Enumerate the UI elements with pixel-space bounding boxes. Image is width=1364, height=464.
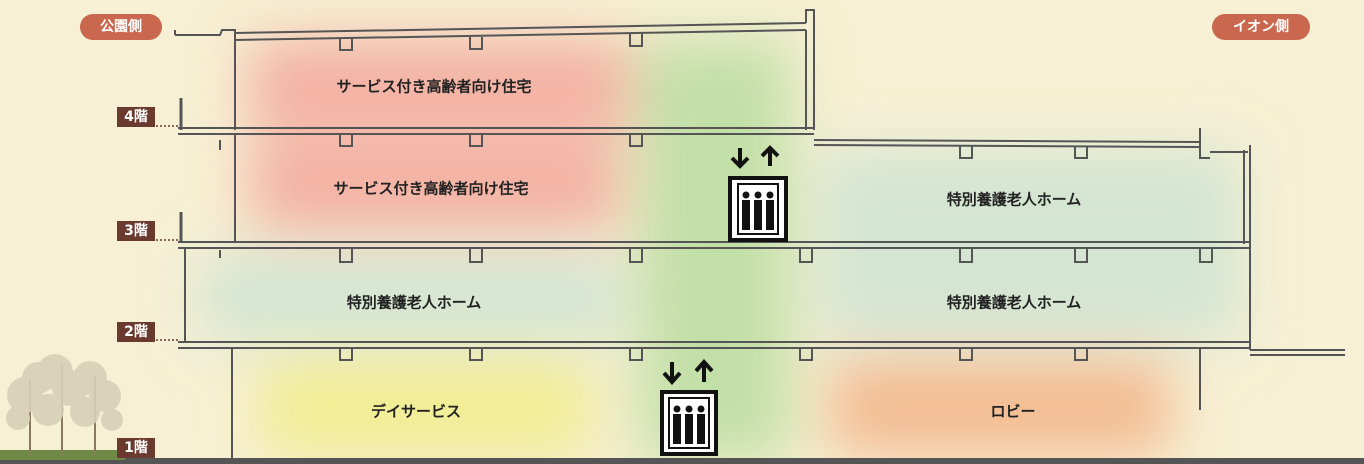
zone-day-service [260,360,590,455]
zone-lobby [830,360,1170,455]
room-elderly-housing-3f: サービス付き高齢者向け住宅 [333,179,529,198]
room-elderly-housing-4f: サービス付き高齢者向け住宅 [336,77,532,96]
beams-3f [339,134,1088,159]
room-nursing-home-3f: 特別養護老人ホーム [946,190,1082,209]
aeon-side-label: イオン側 [1212,14,1310,40]
zone-colors [200,40,1240,460]
floor-label-4f: 4階 [117,107,155,127]
room-nursing-home-2f-left: 特別養護老人ホーム [346,293,482,312]
room-nursing-home-2f-right: 特別養護老人ホーム [946,293,1082,312]
up-down-arrows-icon [662,358,714,386]
park-side-label: 公園側 [80,14,162,40]
zone-elderly-housing-3f [250,140,620,230]
room-day-service: デイサービス [370,402,462,421]
zone-nursing-home-left [200,255,620,340]
beams-1f [339,348,1088,361]
elevator-icon [660,390,718,456]
beams-2f [339,248,1213,263]
floor-label-2f: 2階 [117,322,155,342]
tree-icon [6,354,123,455]
elevator-1f [660,358,718,456]
room-lobby: ロビー [990,402,1036,421]
floor-label-3f: 3階 [117,221,155,241]
building-outline [174,9,1345,458]
beams-4f [339,34,643,51]
ground-line [0,458,1364,464]
elevator-icon [728,176,788,242]
zone-elderly-housing-4f [250,40,630,130]
elevator-3f [728,145,788,242]
floor-leaders [156,125,180,341]
zone-nursing-home-right [820,150,1240,340]
up-down-arrows-icon [730,145,780,169]
floor-label-1f: 1階 [117,438,155,458]
